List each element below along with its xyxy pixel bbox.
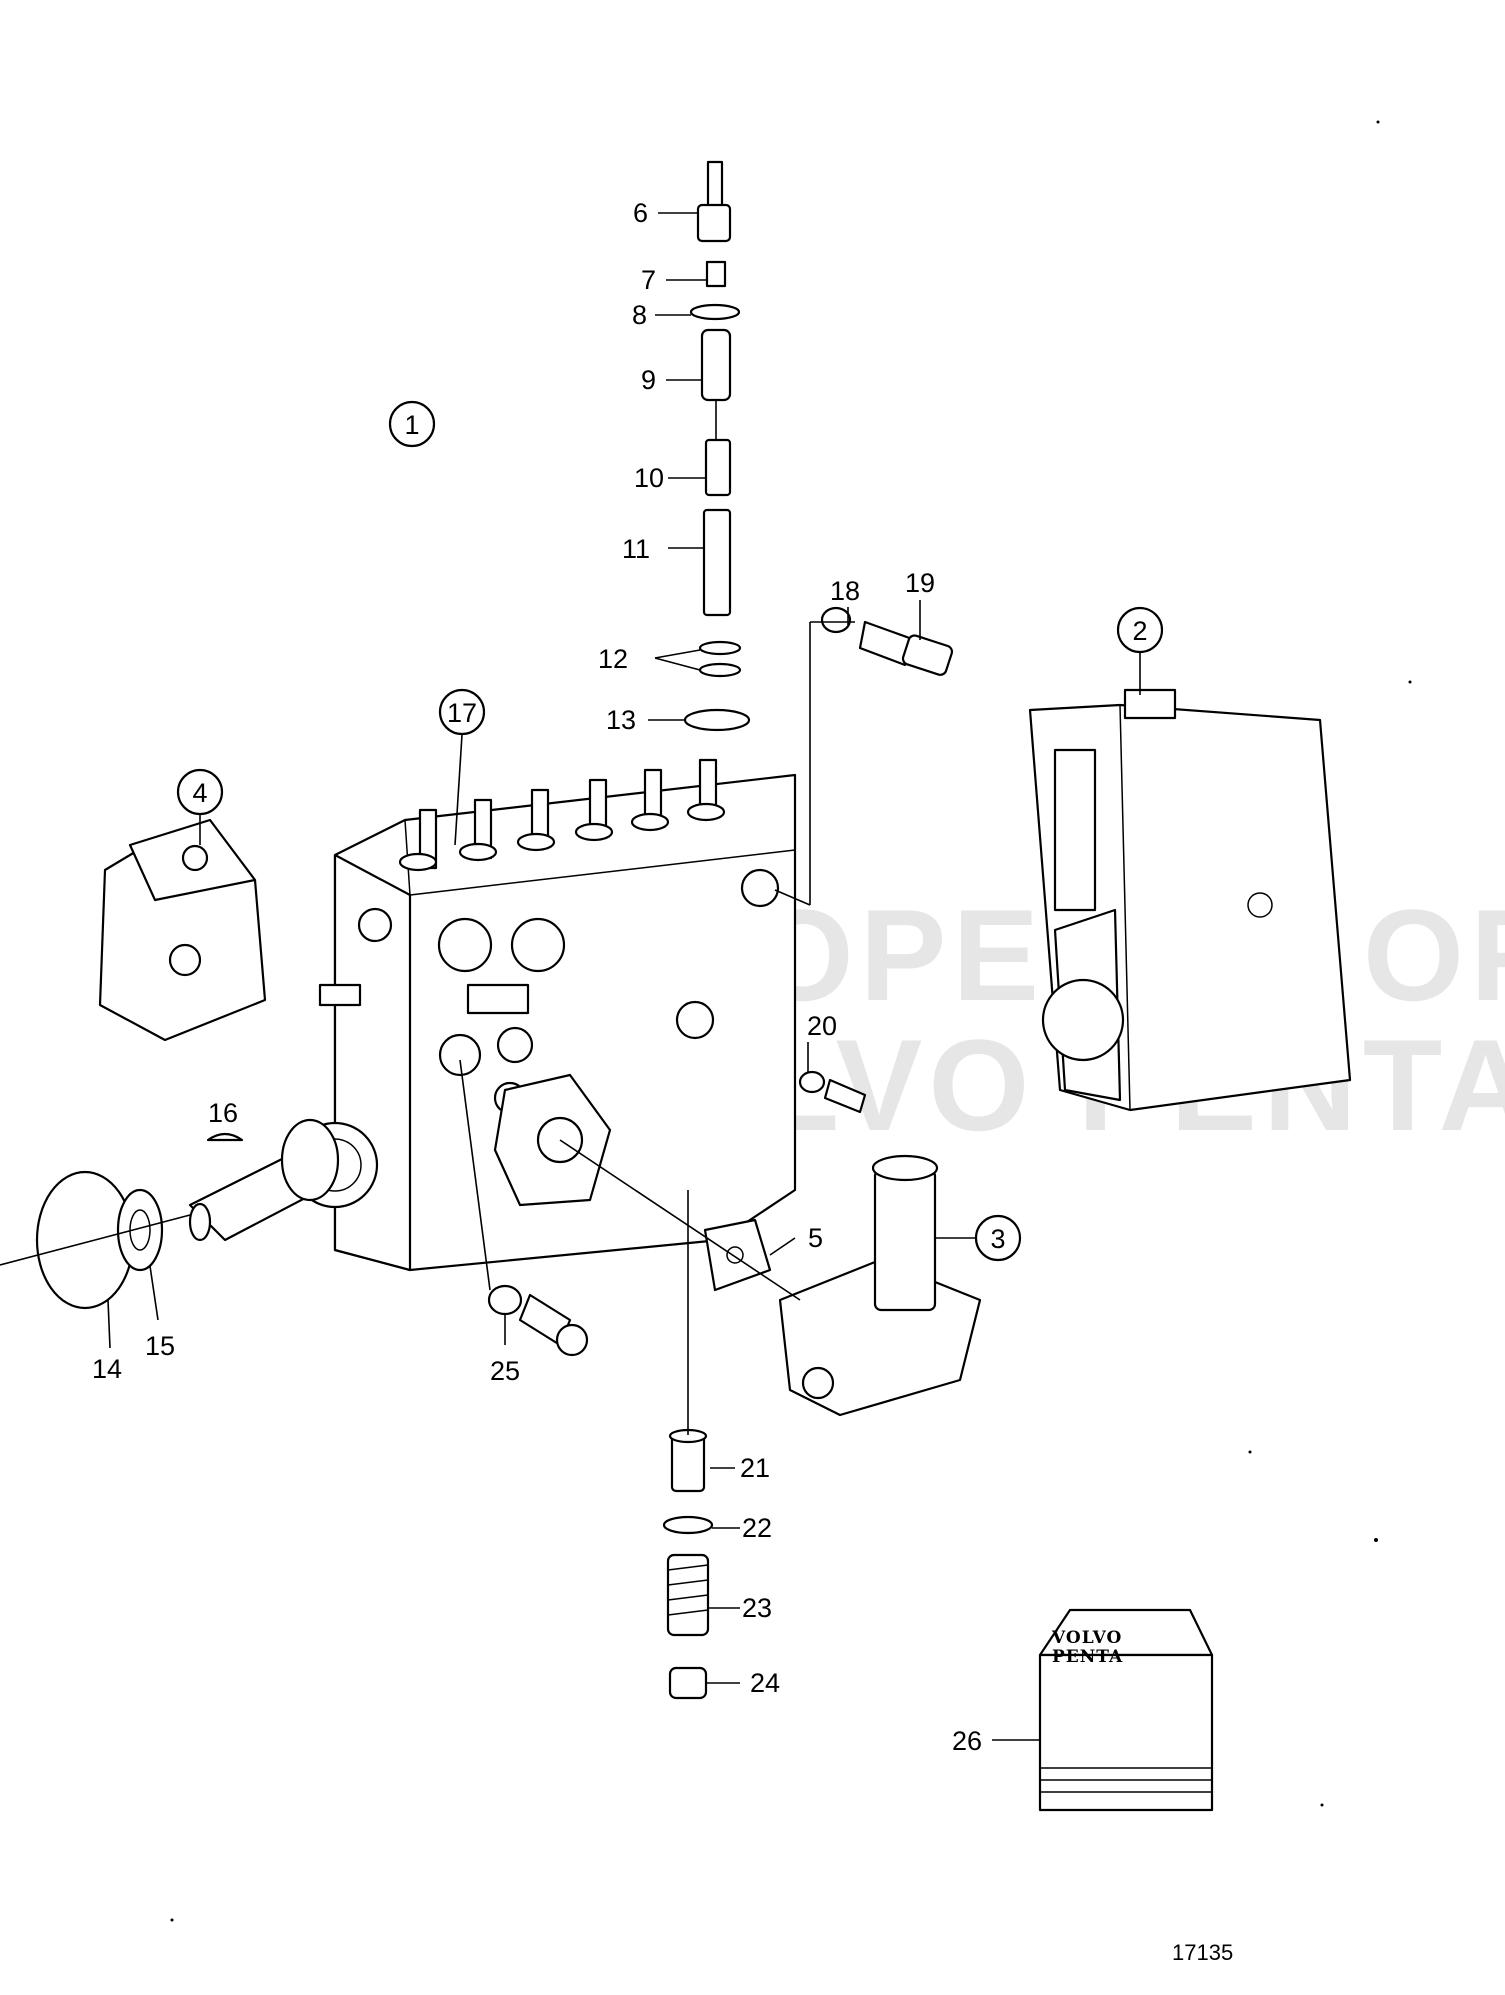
- service-booklet: [1038, 1608, 1214, 1812]
- callout-13: 13: [606, 705, 636, 735]
- callout-24: 24: [750, 1668, 780, 1698]
- timing-housing: [1028, 688, 1352, 1112]
- figure-reference-number: 17135: [1172, 1940, 1233, 1965]
- callout-11: 11: [622, 534, 650, 564]
- callout-17: 17: [447, 698, 477, 728]
- scan-specks: [170, 120, 1412, 1922]
- leader-lines: [0, 212, 1141, 1741]
- feed-pump: [703, 1154, 982, 1417]
- plunger-stack: [662, 1428, 714, 1700]
- callout-10: 10: [634, 463, 664, 493]
- callout-12: 12: [598, 644, 628, 674]
- callout-25: 25: [490, 1356, 520, 1386]
- callout-19: 19: [905, 568, 935, 598]
- callout-26: 26: [952, 1726, 982, 1756]
- callout-6: 6: [633, 198, 648, 228]
- pump-housing: [291, 758, 797, 1272]
- callout-9: 9: [641, 365, 656, 395]
- booklet-brand-line1: VOLVO: [1051, 1628, 1122, 1648]
- callout-4: 4: [192, 778, 207, 808]
- drive-shaft: [188, 1118, 340, 1242]
- callout-circles: [176, 400, 1164, 1262]
- banjo-screw: [798, 606, 954, 1114]
- washer-and-bolt: [487, 1284, 589, 1357]
- callout-20: 20: [807, 1011, 837, 1041]
- callout-8: 8: [632, 300, 647, 330]
- callout-5: 5: [808, 1223, 823, 1253]
- callout-23: 23: [742, 1593, 772, 1623]
- callout-15: 15: [145, 1331, 175, 1361]
- callout-14: 14: [92, 1354, 122, 1384]
- callout-1: 1: [404, 410, 419, 440]
- callout-7: 7: [641, 265, 656, 295]
- seal-ring-15: [116, 1188, 164, 1272]
- booklet-brand-line2: PENTA: [1052, 1647, 1123, 1667]
- delivery-studs: [398, 758, 726, 872]
- governor-cover: [98, 818, 267, 1042]
- delivery-valve-stack: [683, 160, 751, 732]
- callout-2: 2: [1132, 616, 1147, 646]
- callout-22: 22: [742, 1513, 772, 1543]
- callout-16: 16: [208, 1098, 238, 1128]
- callout-3: 3: [990, 1224, 1005, 1254]
- callout-18: 18: [830, 576, 860, 606]
- callout-21: 21: [740, 1453, 770, 1483]
